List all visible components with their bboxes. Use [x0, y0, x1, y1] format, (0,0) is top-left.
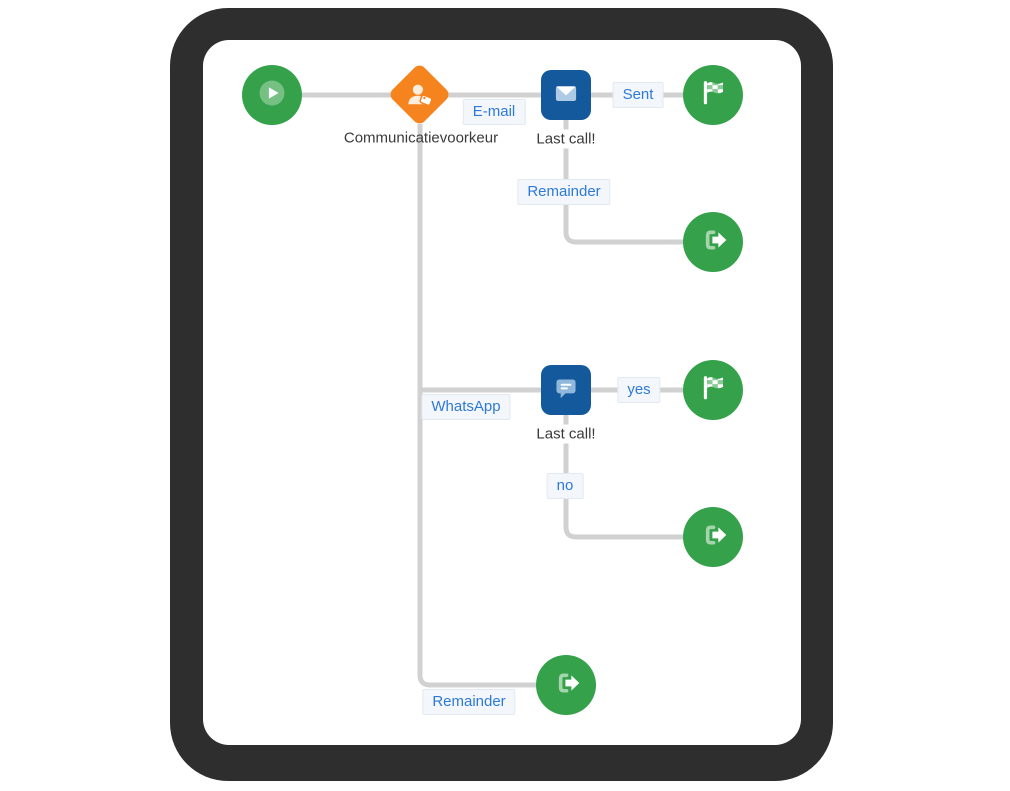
exit-node-remainder[interactable] [536, 655, 596, 715]
edge-label-no[interactable]: no [546, 473, 584, 499]
edge-label-yes[interactable]: yes [617, 377, 661, 403]
decision-node-label: Communicatievoorkeur [343, 129, 499, 147]
whatsapp-action-node[interactable] [541, 365, 591, 415]
edge-label-email[interactable]: E-mail [462, 99, 526, 125]
exit-icon [694, 221, 732, 264]
exit-node-email[interactable] [683, 212, 743, 272]
checkered-flag-icon [694, 369, 732, 412]
checkered-flag-icon [694, 74, 732, 117]
exit-node-whatsapp[interactable] [683, 507, 743, 567]
decision-node[interactable] [387, 62, 452, 127]
chat-bubble-icon [549, 371, 583, 410]
exit-icon [547, 664, 585, 707]
edge-label-remainder-bottom[interactable]: Remainder [422, 689, 516, 715]
edge-label-whatsapp[interactable]: WhatsApp [421, 394, 511, 420]
flow-connectors [302, 92, 687, 688]
whatsapp-node-label: Last call! [531, 424, 601, 444]
edge-label-remainder-email[interactable]: Remainder [517, 179, 611, 205]
edge-label-sent[interactable]: Sent [612, 82, 664, 108]
envelope-icon [549, 76, 583, 115]
play-icon [253, 74, 291, 117]
exit-icon [694, 516, 732, 559]
tablet-frame: E-mail Sent Remainder WhatsApp yes no Re… [170, 8, 833, 781]
goal-node-sent[interactable] [683, 65, 743, 125]
email-node-label: Last call! [531, 129, 601, 149]
start-node[interactable] [242, 65, 302, 125]
goal-node-yes[interactable] [683, 360, 743, 420]
contact-tag-icon [403, 78, 437, 112]
email-action-node[interactable] [541, 70, 591, 120]
flow-canvas[interactable]: E-mail Sent Remainder WhatsApp yes no Re… [203, 40, 801, 745]
tablet-screen: E-mail Sent Remainder WhatsApp yes no Re… [203, 40, 801, 745]
